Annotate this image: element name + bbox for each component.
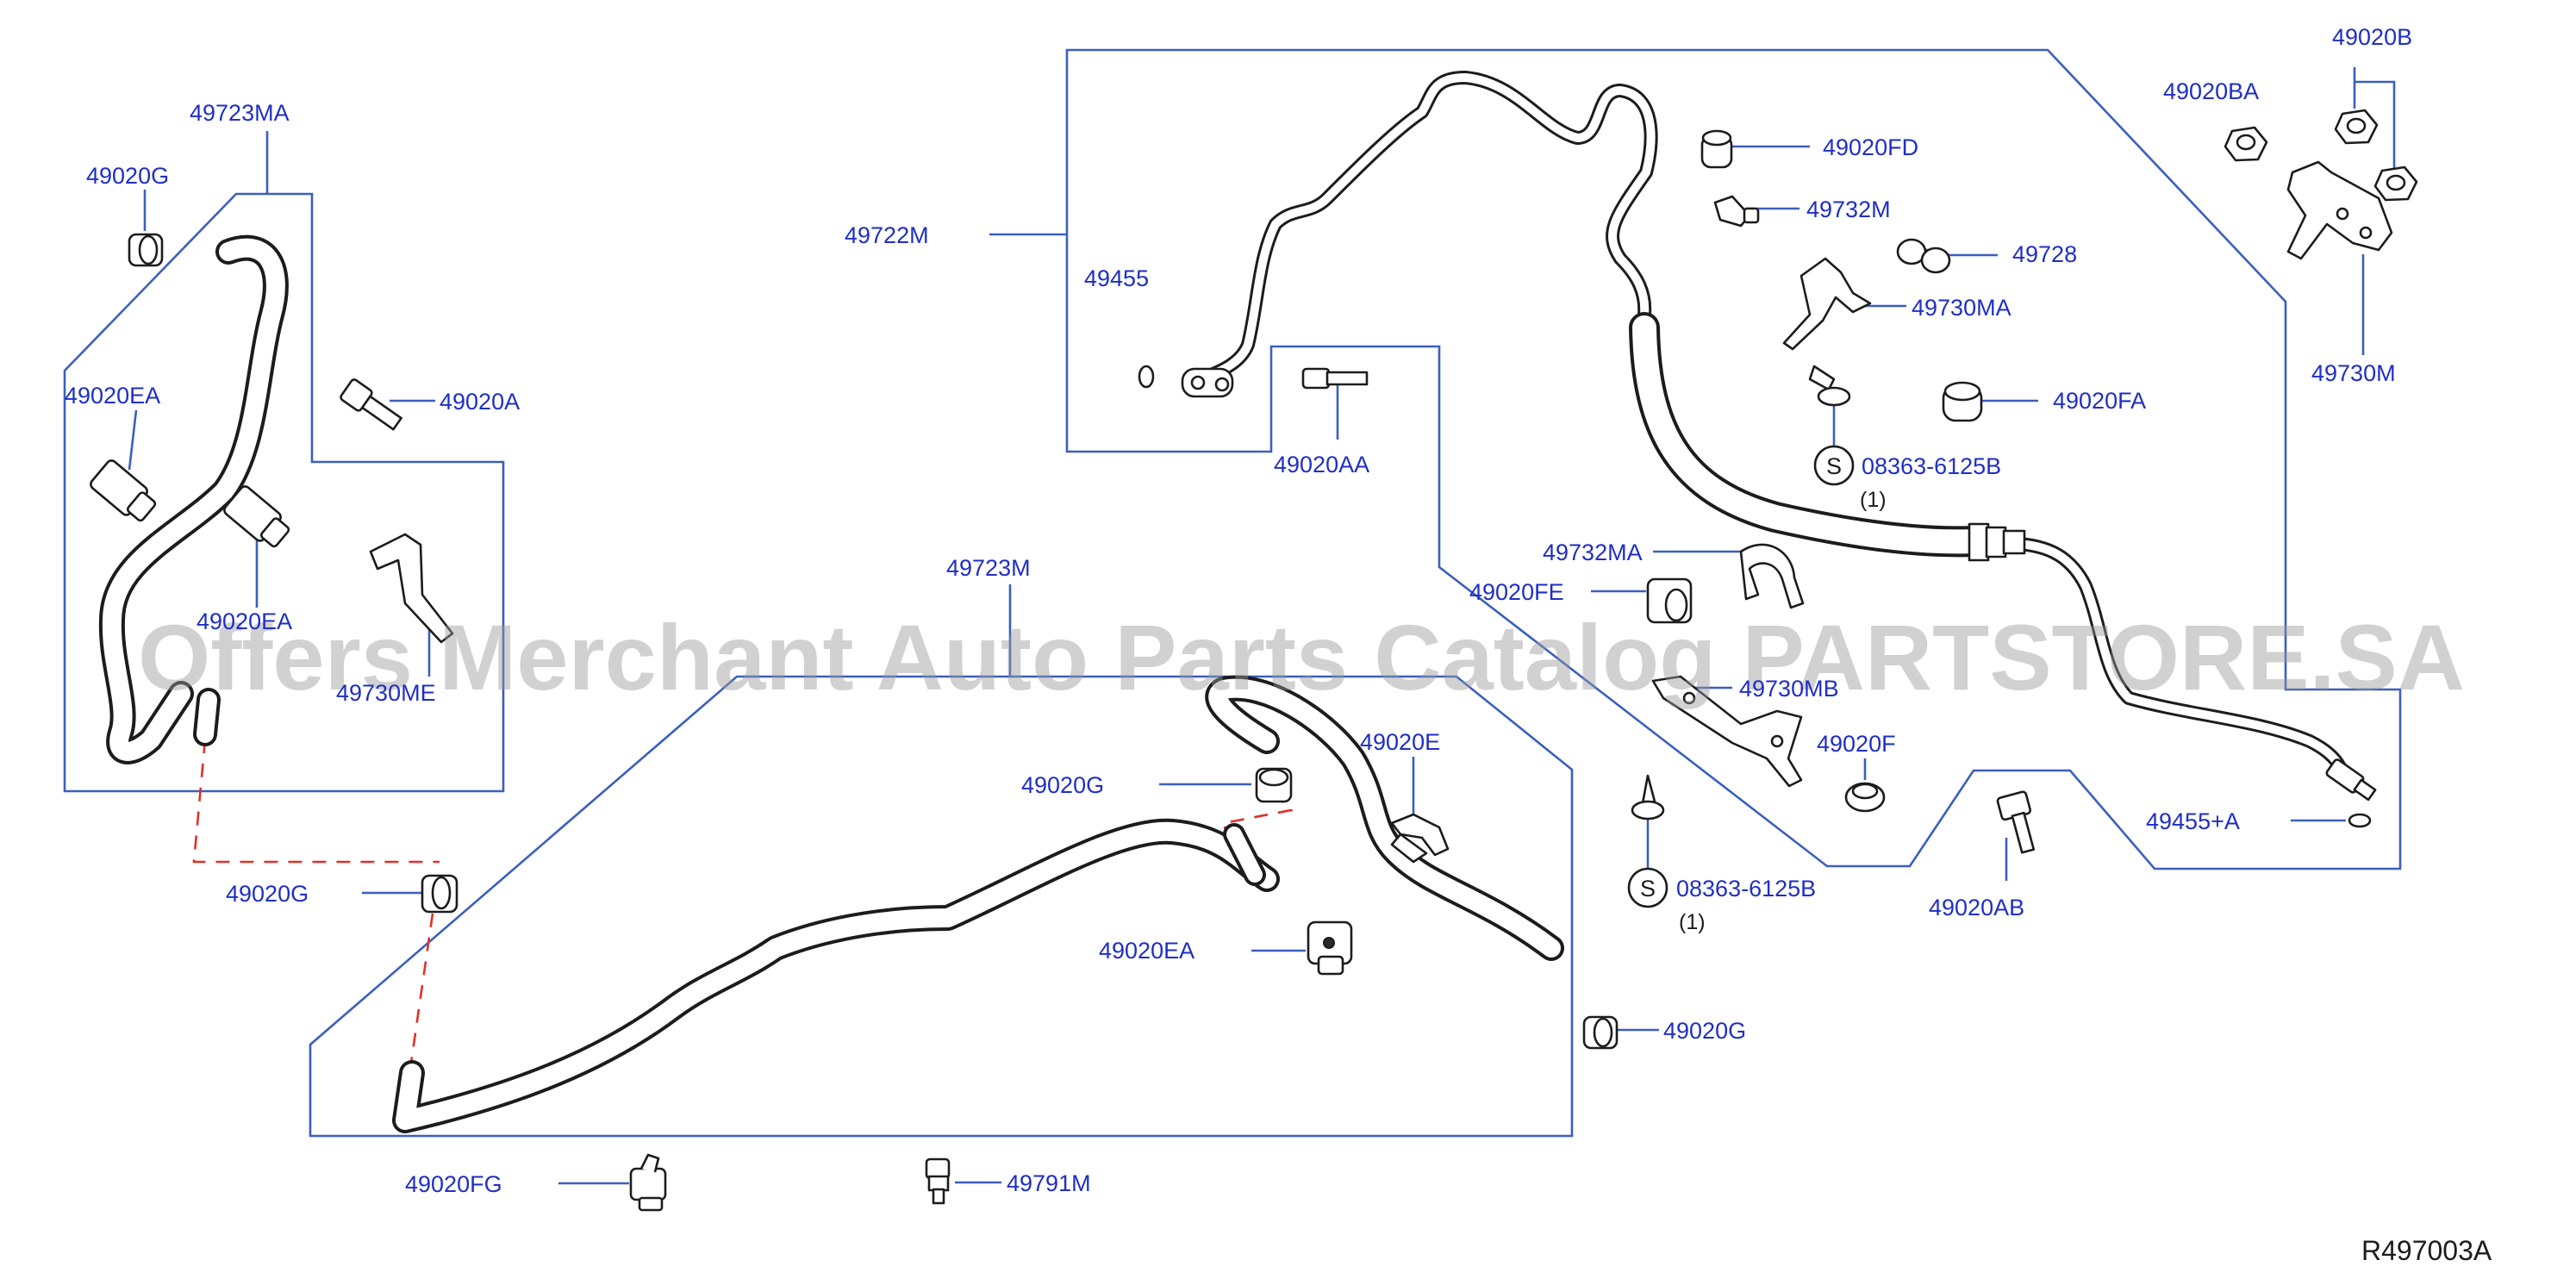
clamp-49020EA-1 bbox=[90, 459, 157, 522]
symbol-s-2: S bbox=[1640, 876, 1656, 902]
nut-49020B-1 bbox=[2334, 109, 2379, 145]
symbol-circle-1 bbox=[1813, 445, 1855, 486]
grommet-49020F bbox=[1844, 782, 1886, 813]
label-49791M: 49791M bbox=[1007, 1170, 1091, 1196]
grommet-49020FA bbox=[1942, 381, 1983, 422]
label-49732M: 49732M bbox=[1806, 197, 1891, 222]
label-49020G-2: 49020G bbox=[226, 881, 309, 907]
label-49020G-4: 49020G bbox=[1663, 1018, 1746, 1044]
label-49020EA-2: 49020EA bbox=[196, 608, 292, 634]
frame-49723MA bbox=[63, 192, 505, 793]
diagram-reference-code: R497003A bbox=[2361, 1235, 2492, 1266]
clip-49020G-3 bbox=[1255, 767, 1293, 803]
bolt-49020AA bbox=[1301, 367, 1369, 390]
label-49020G-3: 49020G bbox=[1021, 772, 1104, 798]
label-49730MA: 49730MA bbox=[1912, 295, 2012, 321]
fitting-hose-joint bbox=[1968, 522, 2026, 562]
label-49455: 49455 bbox=[1084, 265, 1149, 291]
caps-49728 bbox=[1896, 238, 1951, 274]
clamp-49020EA-2 bbox=[223, 485, 290, 548]
label-49020B: 49020B bbox=[2332, 24, 2412, 50]
link-clip-to-hose bbox=[409, 913, 434, 1070]
oring-49455 bbox=[1138, 365, 1155, 389]
quantity-1: (1) bbox=[1860, 488, 1887, 512]
nut-49020B-2 bbox=[2373, 165, 2418, 202]
oring-49455A bbox=[2348, 813, 2372, 828]
part-labels: 49723MA 49020G 49020EA 49020A 49020EA 49… bbox=[65, 24, 2412, 1197]
label-49020BA: 49020BA bbox=[2163, 78, 2259, 104]
label-49732MA: 49732MA bbox=[1543, 540, 1643, 565]
leader-lines bbox=[128, 67, 2396, 1185]
label-49020EA-3: 49020EA bbox=[1099, 938, 1194, 964]
label-08363-6125B-1: 08363-6125B bbox=[1862, 453, 2001, 479]
label-49723MA: 49723MA bbox=[190, 100, 290, 126]
clamp-49732M bbox=[1713, 195, 1760, 228]
symbol-s-1: S bbox=[1826, 453, 1842, 479]
label-49020FD: 49020FD bbox=[1823, 134, 1918, 160]
clip-49020FG bbox=[629, 1153, 667, 1212]
bracket-49730MA bbox=[1782, 257, 1872, 351]
hose-49723M bbox=[392, 675, 1564, 1133]
grommet-49020FE bbox=[1646, 577, 1693, 624]
leader-49020B bbox=[2353, 67, 2396, 172]
label-49020EA-1: 49020EA bbox=[65, 383, 160, 409]
fitting-tube-end bbox=[1181, 367, 1234, 398]
label-49020AA: 49020AA bbox=[1274, 452, 1369, 477]
bolt-49020A bbox=[340, 378, 402, 431]
bracket-49730ME bbox=[369, 533, 454, 644]
clamp-49020EA-3 bbox=[1307, 920, 1353, 976]
clamp-49020E bbox=[1390, 813, 1450, 864]
bracket-49730M bbox=[2286, 160, 2393, 260]
symbol-circle-2 bbox=[1627, 867, 1668, 908]
fitting-49455A bbox=[2325, 758, 2377, 802]
leader-49020EA-1 bbox=[128, 409, 138, 471]
label-49730ME: 49730ME bbox=[336, 680, 436, 706]
hose-49723MA bbox=[98, 234, 289, 764]
frame-49722M bbox=[1065, 48, 2402, 870]
label-49728: 49728 bbox=[2012, 241, 2077, 267]
grommet-49020FD bbox=[1700, 129, 1733, 169]
label-49020F: 49020F bbox=[1817, 731, 1896, 757]
screw-08363-1 bbox=[1808, 365, 1851, 407]
screw-08363-2 bbox=[1631, 774, 1665, 820]
watermark: Offers Merchant Auto Parts Catalog PARTS… bbox=[138, 605, 2465, 709]
label-49020A: 49020A bbox=[440, 389, 520, 415]
label-49020FE: 49020FE bbox=[1469, 579, 1564, 605]
tube-49722M bbox=[1193, 71, 2347, 774]
frame-49723M bbox=[309, 675, 1574, 1138]
plug-49791M bbox=[925, 1157, 951, 1205]
clamp-49732MA bbox=[1739, 543, 1805, 609]
clip-49020G-2 bbox=[421, 874, 458, 914]
label-08363-6125B-2: 08363-6125B bbox=[1676, 876, 1816, 902]
bracket-49730MB bbox=[1651, 675, 1803, 788]
parts bbox=[90, 109, 2418, 1212]
link-hose-to-clip bbox=[192, 739, 440, 864]
standard-part-symbols: S S bbox=[1627, 445, 1855, 908]
label-49722M: 49722M bbox=[845, 222, 929, 248]
nut-49020BA bbox=[2224, 126, 2268, 162]
clip-49020G-1 bbox=[128, 233, 164, 267]
label-49020AB: 49020AB bbox=[1929, 895, 2024, 920]
label-49020FG: 49020FG bbox=[405, 1171, 502, 1197]
label-49020FA: 49020FA bbox=[2053, 388, 2146, 414]
label-49455A: 49455+A bbox=[2146, 808, 2240, 834]
dashed-links bbox=[192, 739, 1294, 1070]
label-49723M: 49723M bbox=[946, 555, 1031, 581]
label-49020E: 49020E bbox=[1360, 729, 1440, 755]
label-49730MB: 49730MB bbox=[1739, 676, 1839, 702]
label-49020G-1: 49020G bbox=[86, 163, 169, 189]
quantity-2: (1) bbox=[1679, 910, 1706, 934]
label-49730M: 49730M bbox=[2311, 360, 2396, 386]
clip-49020G-4 bbox=[1582, 1015, 1619, 1050]
frame-outlines bbox=[63, 48, 2402, 1138]
bolt-49020AB bbox=[1996, 790, 2036, 854]
